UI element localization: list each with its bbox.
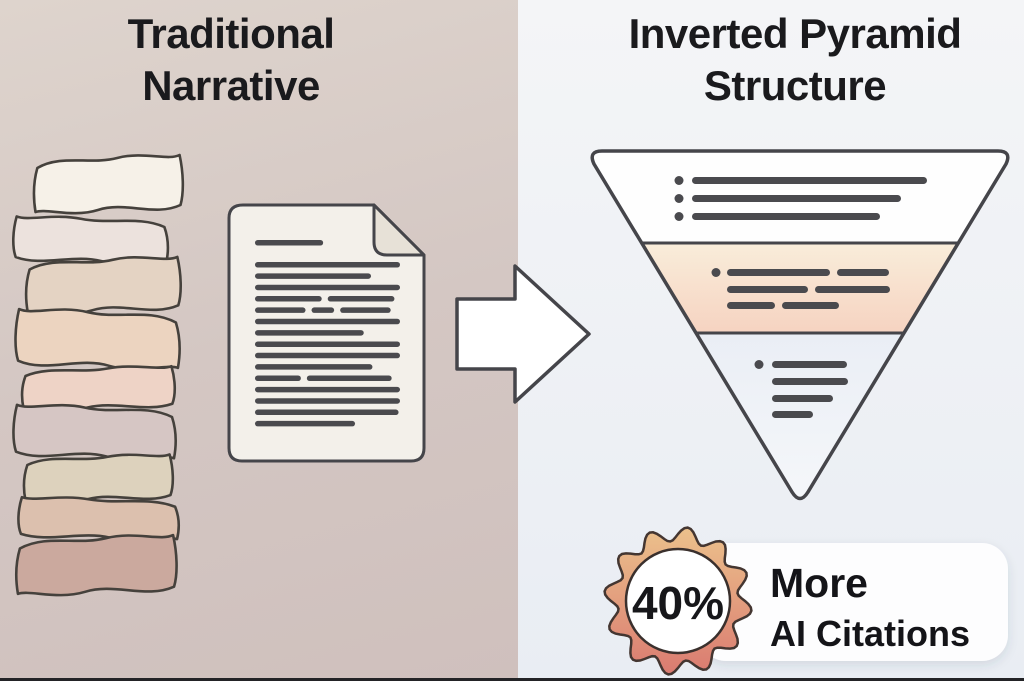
- document-text-line: [255, 341, 400, 347]
- paper-ribbon: [18, 497, 178, 540]
- document-text-lines: [255, 240, 400, 427]
- document-text-line: [255, 296, 322, 302]
- document-text-line: [255, 273, 371, 279]
- document-text-line: [306, 375, 392, 381]
- badge-inner-circle: [624, 547, 732, 655]
- pyramid-text-lines: [674, 176, 927, 418]
- pyramid-text-line: [772, 395, 833, 402]
- pyramid-text-line: [727, 302, 775, 309]
- right-title-line2: Structure: [703, 62, 887, 109]
- bullet-icon: [711, 268, 721, 277]
- left-title-line1: Traditional: [127, 10, 335, 57]
- document-text-line: [255, 375, 301, 381]
- document-icon: [227, 203, 426, 463]
- pyramid-text-line: [782, 302, 839, 309]
- document-text-line: [255, 330, 364, 336]
- paper-ribbon: [15, 309, 179, 369]
- crumpled-paper-stack-icon: [13, 155, 183, 595]
- bottom-edge-line: [0, 678, 1024, 681]
- paper-ribbon: [16, 535, 176, 595]
- left-title-line2: Narrative: [142, 62, 320, 109]
- paper-ribbon: [26, 257, 181, 313]
- bullet-icon: [674, 176, 684, 185]
- pyramid-outline: [590, 149, 1010, 501]
- document-text-line: [255, 409, 399, 416]
- pyramid-text-line: [692, 213, 880, 220]
- pyramid-text-line: [772, 378, 848, 385]
- pyramid-text-line: [692, 177, 927, 184]
- arrow-right-icon: [455, 264, 591, 404]
- bullet-icon: [674, 212, 684, 221]
- bullet-icon: [674, 194, 684, 203]
- pyramid-text-line: [772, 361, 847, 368]
- document-text-line: [255, 318, 400, 325]
- paper-ribbon: [34, 155, 183, 213]
- document-text-line: [255, 420, 356, 427]
- document-text-line: [255, 398, 400, 404]
- inverted-pyramid: [590, 149, 1010, 501]
- stat-label-line2: AI Citations: [770, 613, 970, 654]
- paper-ribbon: [24, 454, 173, 501]
- paper-ribbon: [22, 366, 175, 410]
- pyramid-text-line: [815, 286, 890, 293]
- document-text-line: [255, 262, 400, 268]
- document-text-line: [255, 284, 400, 291]
- right-title-line1: Inverted Pyramid: [628, 10, 962, 57]
- pyramid-text-line: [727, 269, 830, 276]
- pyramid-text-line: [772, 411, 813, 418]
- document-text-line: [311, 307, 335, 313]
- paper-ribbon: [13, 405, 175, 460]
- document-text-line: [327, 296, 395, 302]
- bullet-icon: [754, 360, 764, 369]
- document-text-line: [255, 386, 400, 393]
- document-text-line: [255, 307, 306, 313]
- document-text-line: [340, 307, 391, 313]
- stat-label-line1: More: [770, 560, 868, 606]
- badge-value: 40%: [632, 577, 724, 629]
- document-text-line: [255, 352, 400, 359]
- document-fold-icon: [372, 203, 426, 257]
- left-panel-title: Traditional Narrative: [0, 8, 462, 112]
- document-text-line: [255, 240, 324, 246]
- stat-pill: [700, 543, 1008, 661]
- document-text-line: [255, 364, 373, 370]
- stat-callout: More AI Citations 40%: [603, 526, 1008, 676]
- pyramid-text-line: [837, 269, 889, 276]
- pyramid-text-line: [692, 195, 901, 202]
- pyramid-text-line: [727, 286, 808, 293]
- right-panel-title: Inverted Pyramid Structure: [564, 8, 1024, 112]
